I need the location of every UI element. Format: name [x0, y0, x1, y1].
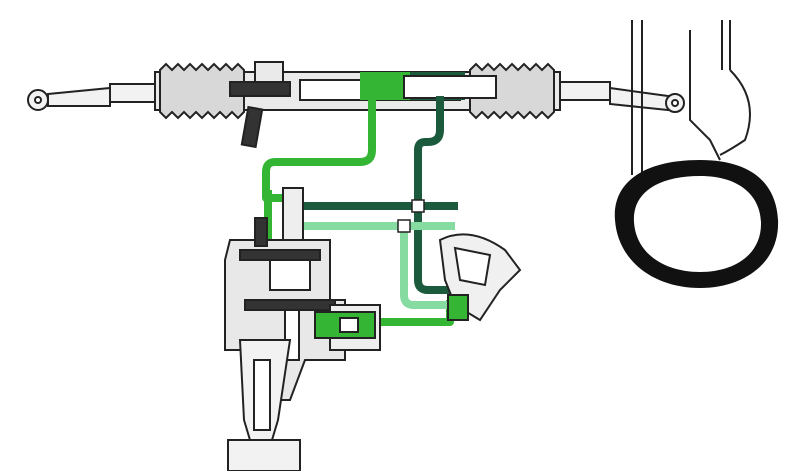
steering-column	[227, 339, 301, 471]
left-tie-rod	[27, 83, 156, 111]
light-return-line	[300, 222, 455, 309]
line-junction-icons	[397, 199, 425, 233]
dark-return-line	[300, 96, 458, 294]
wheel-tire	[614, 160, 779, 288]
steering-rack	[154, 61, 561, 149]
right-tie-rod	[559, 81, 685, 113]
hydraulic-pump	[438, 233, 522, 322]
left-bellows	[159, 62, 245, 120]
suspension-strut	[631, 20, 751, 175]
control-cylinder	[314, 304, 381, 351]
